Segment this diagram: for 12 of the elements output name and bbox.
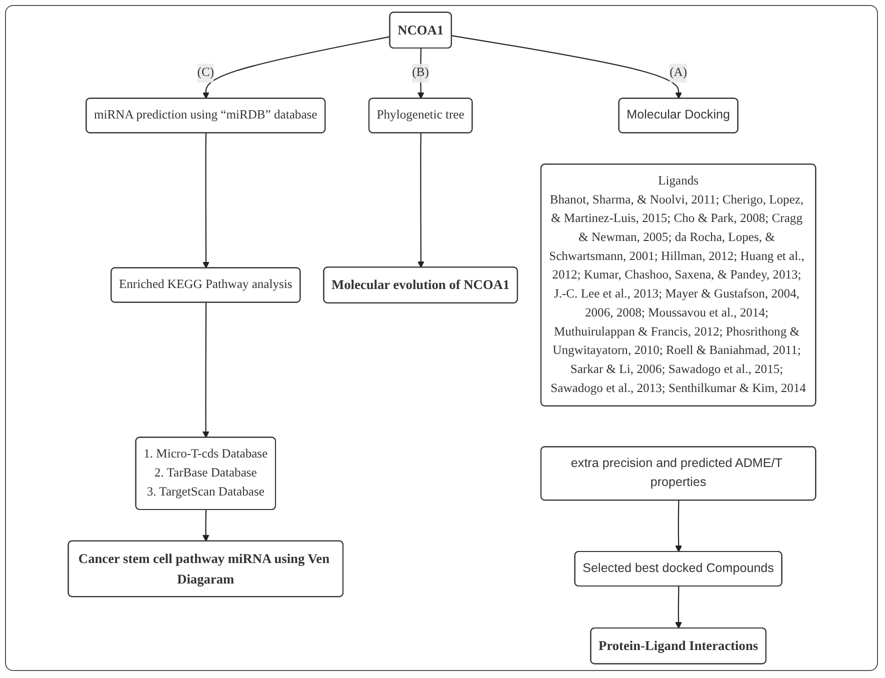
arrow	[417, 133, 424, 268]
arrow	[202, 510, 209, 542]
arrow	[202, 36, 390, 99]
arrow	[674, 586, 682, 629]
edge-label: (C)	[196, 66, 214, 80]
edge-label: (B)	[412, 66, 428, 80]
arrow	[416, 48, 424, 99]
arrow	[202, 302, 209, 438]
arrow	[451, 35, 682, 99]
arrow	[674, 500, 682, 552]
edge-label: (A)	[669, 66, 687, 80]
arrow	[202, 133, 209, 268]
